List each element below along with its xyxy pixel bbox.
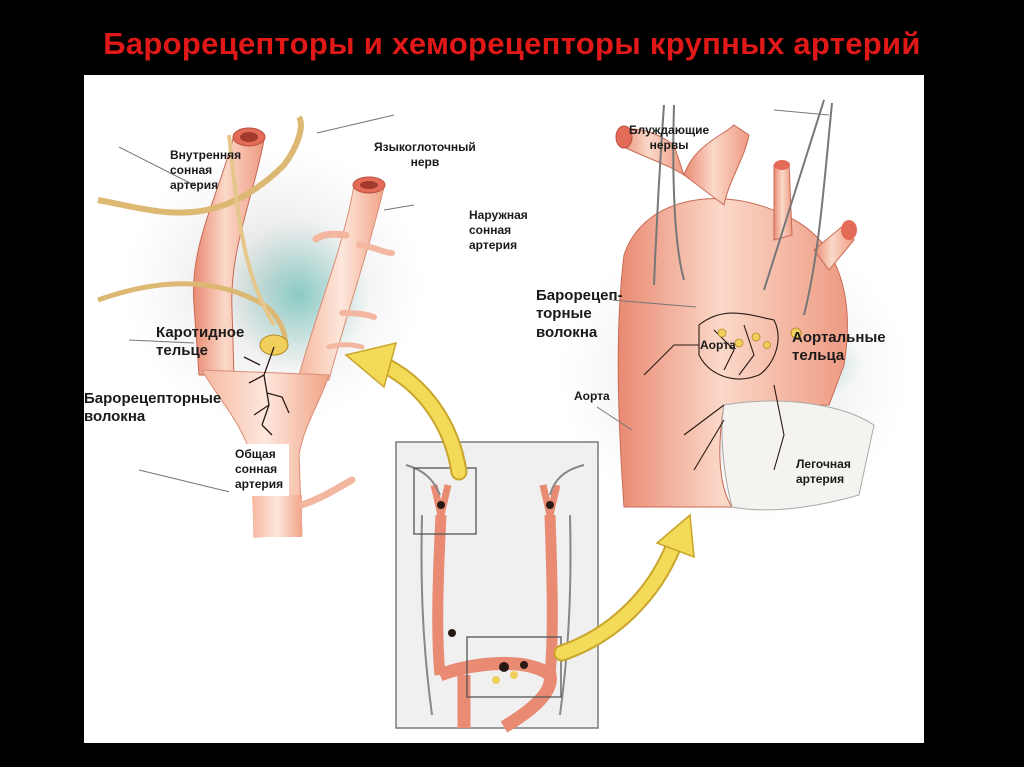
label-aorta: Аорта	[574, 389, 610, 403]
label-baroreceptor-fibers-right: Барорецеп- торные волокна	[536, 287, 623, 341]
label-vagus-nerves: Блуждающие нервы	[629, 123, 710, 152]
anatomy-illustration	[97, 99, 909, 733]
slide-title: Барорецепторы и хеморецепторы крупных ар…	[103, 26, 921, 61]
label-aortic-bodies: Аортальные тельца	[792, 329, 886, 365]
overview-inset	[395, 441, 599, 733]
label-baroreceptor-fibers-left: Барорецепторные волокна	[84, 390, 222, 426]
label-internal-carotid: Внутренняя сонная артерия	[170, 148, 242, 192]
label-common-carotid: Общая сонная артерия	[229, 444, 290, 496]
label-external-carotid: Наружная сонная артерия	[469, 208, 528, 252]
arrow-to-carotid	[344, 341, 468, 481]
carotid-bifurcation-drawing	[97, 114, 424, 538]
label-glossopharyngeal-nerve: Языкоглоточный нерв	[374, 140, 476, 169]
label-carotid-body: Каротидное тельце	[156, 324, 245, 360]
arrow-to-aortic	[553, 513, 695, 662]
aortic-arch-drawing	[559, 99, 909, 525]
label-aorta-inner: Аорта	[700, 338, 736, 352]
diagram-panel: Внутренняя сонная артерия Языкоглоточный…	[84, 75, 924, 743]
label-pulmonary-artery: Легочная артерия	[796, 457, 851, 486]
